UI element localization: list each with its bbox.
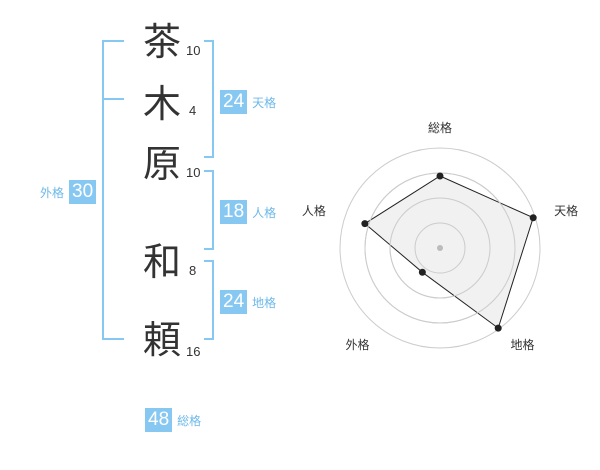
stroke-count-2: 4 <box>189 103 197 118</box>
name-char-2: 木 <box>142 82 181 126</box>
soukaku-value: 48 <box>145 408 173 432</box>
chikaku-badge: 24 地格 <box>220 290 276 314</box>
radar-axis-label-3: 地格 <box>511 337 535 352</box>
stroke-count-3: 10 <box>186 165 201 180</box>
stroke-count-5: 16 <box>186 344 201 359</box>
radar-axis-label-5: 人格 <box>302 203 326 218</box>
jinkaku-badge: 18 人格 <box>220 200 276 224</box>
radar-axis-label-1: 総格 <box>428 120 452 135</box>
radar-point-4 <box>418 268 426 276</box>
gaikaku-bracket-tick <box>102 98 124 100</box>
name-char-4: 和 <box>142 240 181 284</box>
gaikaku-bracket <box>102 40 124 340</box>
radar-axis-label-4: 外格 <box>345 337 369 352</box>
name-char-1: 茶 <box>142 20 181 64</box>
name-char-5: 頼 <box>142 318 181 362</box>
chikaku-value: 24 <box>220 290 248 314</box>
tenkaku-badge: 24 天格 <box>220 90 276 114</box>
radar-ring-overlay-1 <box>414 222 466 274</box>
radar-polygon <box>364 175 534 329</box>
radar-point-1 <box>436 172 444 180</box>
jinkaku-value: 18 <box>220 200 248 224</box>
gaikaku-value: 30 <box>69 180 97 204</box>
tenkaku-label: 天格 <box>252 95 277 110</box>
gaikaku-label: 外格 <box>40 185 65 200</box>
radar-axis-label-2: 天格 <box>554 203 578 218</box>
soukaku-badge: 48 総格 <box>145 408 201 432</box>
name-char-3: 原 <box>142 142 181 186</box>
gaikaku-badge: 外格 30 <box>40 180 97 204</box>
chikaku-bracket <box>204 260 214 340</box>
radar-point-3 <box>494 324 502 332</box>
stroke-count-1: 10 <box>186 43 201 58</box>
stroke-count-4: 8 <box>189 263 197 278</box>
radar-point-2 <box>529 214 537 222</box>
tenkaku-value: 24 <box>220 90 248 114</box>
radar-point-5 <box>361 220 369 228</box>
radar-ring-4 <box>339 147 541 349</box>
radar-ring-overlay-2 <box>389 197 491 299</box>
chikaku-label: 地格 <box>252 295 277 310</box>
tenkaku-bracket <box>204 40 214 158</box>
jinkaku-label: 人格 <box>252 205 277 220</box>
jinkaku-bracket <box>204 170 214 250</box>
soukaku-label: 総格 <box>177 413 202 428</box>
radar-center-dot <box>437 245 443 251</box>
